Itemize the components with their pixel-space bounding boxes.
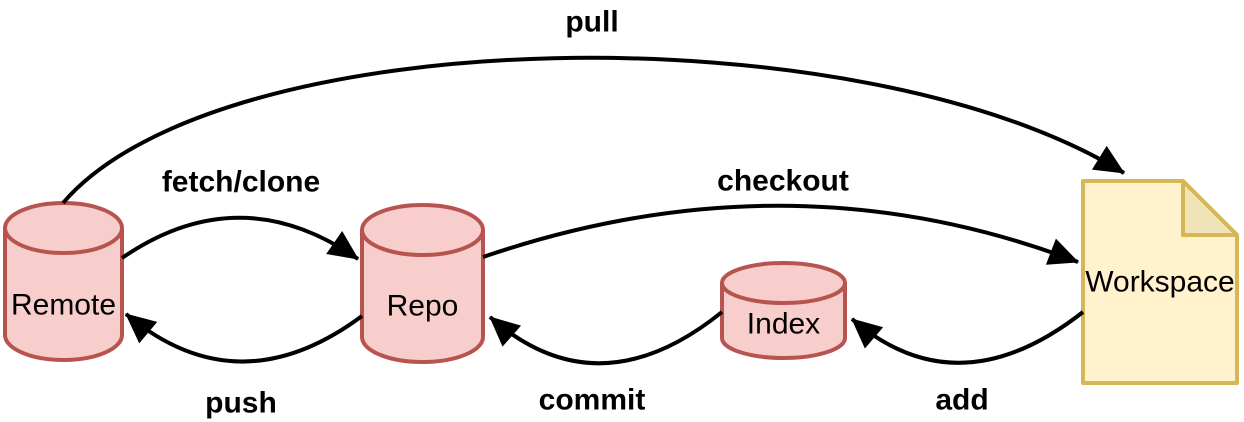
node-index: Index	[720, 261, 847, 360]
node-workspace: Workspace	[1081, 179, 1239, 385]
workspace-label: Workspace	[1085, 266, 1235, 299]
edge-labels: pull fetch/clone checkout push commit ad…	[162, 6, 989, 420]
index-cylinder	[720, 261, 847, 360]
repo-label: Repo	[387, 290, 459, 323]
workspace-document-fold	[1181, 179, 1239, 237]
repo-cylinder-lip	[360, 229, 485, 257]
commit-edge-label: commit	[539, 384, 646, 417]
checkout-edge-label: checkout	[717, 165, 849, 198]
edge-checkout	[482, 203, 1079, 265]
edge-push	[124, 312, 364, 364]
node-repo: Repo	[360, 203, 485, 364]
edge-pull	[61, 55, 1126, 205]
remote-cylinder	[3, 201, 124, 362]
repo-cylinder	[360, 203, 485, 364]
add-edge-label: add	[935, 384, 988, 417]
node-remote: Remote	[3, 201, 124, 362]
pull-edge-label: pull	[565, 6, 618, 39]
index-cylinder-lip	[720, 282, 847, 305]
push-edge-label: push	[205, 387, 277, 420]
remote-cylinder-lip	[3, 227, 124, 255]
edge-fetch-clone	[120, 215, 360, 261]
edges	[61, 55, 1126, 366]
edge-add	[850, 310, 1085, 365]
fetch-clone-edge-label: fetch/clone	[162, 166, 320, 199]
index-label: Index	[747, 308, 820, 341]
edge-commit	[488, 310, 724, 366]
remote-label: Remote	[11, 289, 116, 322]
